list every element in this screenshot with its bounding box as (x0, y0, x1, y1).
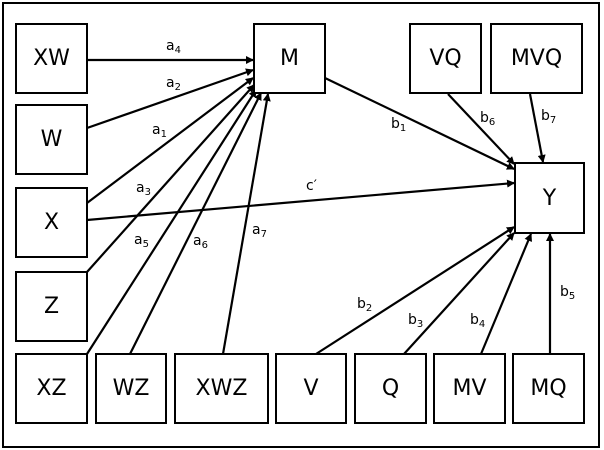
node-vq: VQ (409, 23, 482, 94)
edge-mv-y (479, 233, 533, 355)
label-b2: b2 (357, 296, 373, 314)
label-b1: b1 (391, 116, 407, 134)
label-c-prime: c′ (306, 178, 317, 194)
label-a4: a4 (166, 38, 181, 56)
edge-z-m (86, 84, 255, 273)
label-a5: a5 (134, 232, 149, 250)
edge-x-y (86, 179, 515, 222)
node-m: M (253, 23, 326, 94)
node-z: Z (15, 271, 88, 342)
edge-q-y (403, 232, 515, 355)
edge-m-y (324, 77, 515, 170)
edge-xwz-m (221, 93, 271, 355)
label-a3: a3 (136, 180, 151, 198)
label-b5: b5 (560, 284, 576, 302)
node-w: W (15, 104, 88, 175)
node-wz: WZ (95, 353, 167, 424)
node-mvq: MVQ (490, 23, 583, 94)
node-x: X (15, 187, 88, 258)
node-y: Y (514, 162, 585, 234)
node-q: Q (354, 353, 427, 424)
node-v: V (275, 353, 347, 424)
label-b6: b6 (480, 110, 496, 128)
node-xw: XW (15, 23, 88, 94)
edge-x-m (86, 77, 254, 204)
node-mq: MQ (512, 353, 585, 424)
label-b7: b7 (541, 108, 557, 126)
label-a2: a2 (166, 75, 181, 93)
edge-xz-m (86, 89, 257, 355)
edge-w-m (86, 68, 254, 130)
label-a6: a6 (193, 233, 208, 251)
edge-mvq-y (528, 93, 546, 163)
label-b3: b3 (408, 312, 424, 330)
node-mv: MV (433, 353, 506, 424)
edge-vq-y (447, 93, 515, 165)
edge-v-y (315, 226, 515, 355)
edge-wz-m (129, 92, 262, 355)
label-a1: a1 (152, 122, 167, 140)
node-xz: XZ (15, 353, 88, 424)
label-a7: a7 (252, 222, 267, 240)
node-xwz: XWZ (174, 353, 269, 424)
label-b4: b4 (470, 312, 486, 330)
